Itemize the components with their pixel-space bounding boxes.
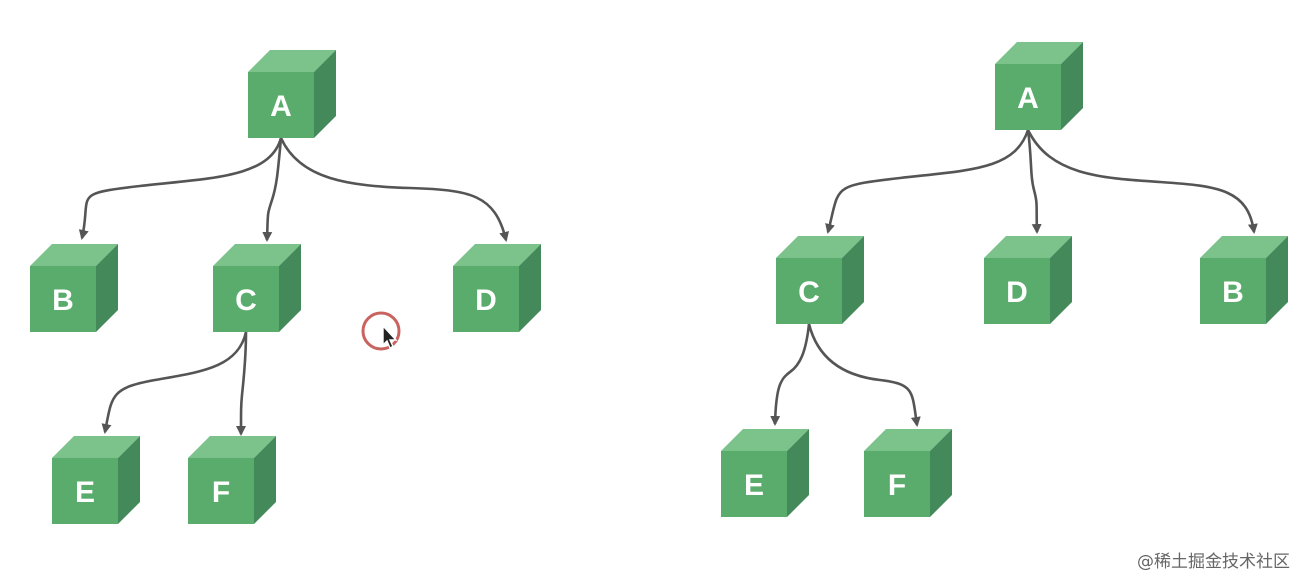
node-b: B	[1200, 236, 1288, 324]
cube-side-face	[118, 436, 140, 524]
cube-side-face	[787, 429, 809, 517]
cube-front-face	[248, 72, 314, 138]
cube-top-face	[453, 244, 541, 266]
node-a: A	[248, 50, 336, 138]
cube-top-face	[188, 436, 276, 458]
node-c: C	[776, 236, 864, 324]
cube-side-face	[842, 236, 864, 324]
node-label: F	[212, 476, 230, 509]
cube-side-face	[1266, 236, 1288, 324]
edge-a-to-b	[78, 137, 283, 240]
cube-front-face	[188, 458, 254, 524]
cube-front-face	[213, 266, 279, 332]
cube-top-face	[864, 429, 952, 451]
cube-side-face	[1061, 42, 1083, 130]
cube-side-face	[930, 429, 952, 517]
node-label: E	[744, 469, 764, 502]
edge-a-to-b	[1026, 129, 1258, 234]
node-label: A	[1017, 82, 1039, 115]
node-label: C	[798, 276, 820, 309]
cube-top-face	[995, 42, 1083, 64]
cube-front-face	[721, 451, 787, 517]
node-label: D	[1006, 276, 1028, 309]
cube-front-face	[453, 266, 519, 332]
mouse-pointer-icon	[361, 311, 401, 351]
edge-c-to-e	[101, 331, 248, 434]
edge-a-to-d	[279, 137, 509, 242]
node-label: D	[475, 284, 497, 317]
cube-top-face	[248, 50, 336, 72]
edge-c-to-f	[236, 331, 248, 436]
node-label: E	[75, 476, 95, 509]
node-f: F	[188, 436, 276, 524]
cube-front-face	[864, 451, 930, 517]
cube-top-face	[776, 236, 864, 258]
edge-c-to-e	[770, 323, 811, 426]
cube-side-face	[96, 244, 118, 332]
node-label: C	[235, 284, 257, 317]
node-a: A	[995, 42, 1083, 130]
node-label: A	[270, 90, 292, 123]
edge-a-to-d	[1026, 129, 1042, 234]
cube-front-face	[52, 458, 118, 524]
cube-top-face	[721, 429, 809, 451]
cube-front-face	[995, 64, 1061, 130]
node-e: E	[721, 429, 809, 517]
cube-front-face	[1200, 258, 1266, 324]
watermark: @稀土掘金技术社区	[1137, 552, 1290, 572]
node-e: E	[52, 436, 140, 524]
cube-top-face	[984, 236, 1072, 258]
edge-a-to-c	[825, 129, 1030, 234]
cube-front-face	[30, 266, 96, 332]
cube-front-face	[984, 258, 1050, 324]
cube-side-face	[254, 436, 276, 524]
cube-top-face	[213, 244, 301, 266]
cube-side-face	[519, 244, 541, 332]
cube-top-face	[52, 436, 140, 458]
node-d: D	[984, 236, 1072, 324]
node-b: B	[30, 244, 118, 332]
node-c: C	[213, 244, 301, 332]
edge-a-to-c	[262, 137, 283, 242]
cube-side-face	[1050, 236, 1072, 324]
node-f: F	[864, 429, 952, 517]
cube-front-face	[776, 258, 842, 324]
node-label: B	[1222, 276, 1244, 309]
cube-side-face	[314, 50, 336, 138]
cube-top-face	[30, 244, 118, 266]
node-d: D	[453, 244, 541, 332]
edge-c-to-f	[807, 323, 921, 427]
node-label: F	[888, 469, 906, 502]
node-label: B	[52, 284, 74, 317]
cube-side-face	[279, 244, 301, 332]
cube-top-face	[1200, 236, 1288, 258]
